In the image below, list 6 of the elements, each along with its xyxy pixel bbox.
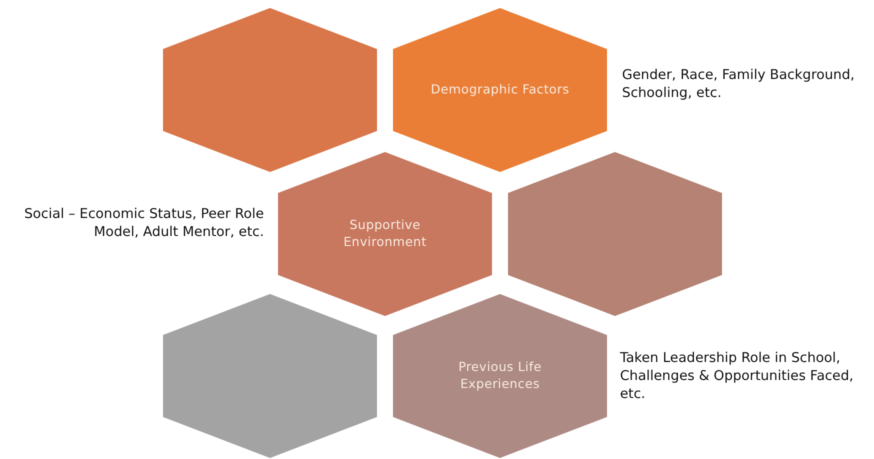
side-note: Social – Economic Status, Peer Role Model, Adult Mentor, etc.	[23, 205, 264, 242]
hexagon-label: Supportive Environment	[342, 217, 428, 251]
hexagon-label: Previous Life Experiences	[457, 359, 543, 393]
side-note: Taken Leadership Role in School, Challenges & Opportunities Faced, etc.	[620, 349, 854, 404]
side-note: Gender, Race, Family Background, Schooling, etc.	[622, 66, 856, 102]
hexagon-label: Demographic Factors	[430, 82, 570, 98]
